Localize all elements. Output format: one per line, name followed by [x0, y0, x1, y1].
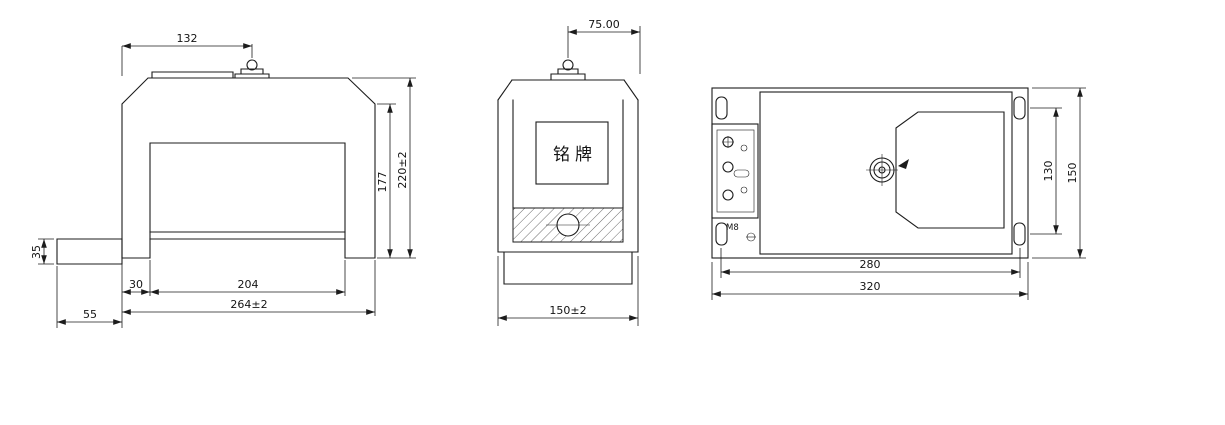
- front-dim-overall-width: 264±2: [230, 298, 267, 311]
- front-dim-leg-width: 30: [129, 278, 143, 291]
- side-extension-lines: [497, 26, 641, 326]
- side-body-outline: [497, 79, 639, 253]
- pointer-arrow-icon: [898, 159, 909, 169]
- top-body-outline: [759, 91, 1013, 255]
- front-bushing-terminal-icon: [246, 59, 258, 71]
- side-bushing-terminal-icon: [562, 59, 574, 71]
- top-dim-hole-spacing-v: 130: [1042, 161, 1055, 182]
- terminal-circle-2: [740, 144, 748, 152]
- top-extension-lines: [711, 87, 1086, 300]
- side-view: 铭牌 75.00 150±2: [497, 18, 641, 326]
- front-top-cover-step: [151, 71, 234, 79]
- terminal-crosshair: [722, 136, 734, 148]
- top-dim-overall-width: 320: [860, 280, 881, 293]
- front-base-channel: [149, 231, 346, 240]
- mounting-slot-top-left: [715, 96, 728, 120]
- front-dim-base-extension: 55: [83, 308, 97, 321]
- top-dim-hole-spacing-h: 280: [860, 258, 881, 271]
- front-body-outline: [121, 77, 376, 259]
- terminal-slot: [733, 169, 750, 178]
- terminal-circle-3: [722, 161, 734, 173]
- front-view: 132 177 220±2 35 30 204 264±2 55: [30, 32, 416, 328]
- front-dim-overall-height: 220±2: [396, 151, 409, 188]
- mounting-slot-bottom-right: [1013, 222, 1026, 246]
- top-dim-overall-depth: 150: [1066, 163, 1079, 184]
- side-base-block: [503, 251, 633, 285]
- nameplate-frame: [535, 121, 609, 185]
- front-dim-body-height: 177: [376, 172, 389, 193]
- side-dim-bushing-offset: 75.00: [588, 18, 620, 31]
- mounting-slot-bottom-left: [715, 222, 728, 246]
- side-dim-overall-width: 150±2: [549, 304, 586, 317]
- terminal-box-outline: [711, 123, 759, 219]
- front-dim-foot-height: 35: [30, 245, 43, 259]
- front-dim-inner-span: 204: [238, 278, 259, 291]
- front-extension-lines: [38, 44, 416, 328]
- mounting-slot-top-right: [1013, 96, 1026, 120]
- terminal-circle-5: [740, 186, 748, 194]
- side-bushing-cap: [550, 68, 586, 81]
- core-window-outline: [895, 111, 1005, 229]
- primary-terminal-centerlines: [866, 154, 898, 186]
- thread-callout-label: M8: [726, 223, 739, 233]
- front-base-plate: [56, 238, 123, 265]
- terminal-circle-4: [722, 189, 734, 201]
- front-dim-top-width: 132: [177, 32, 198, 45]
- top-view: M8 130 150 280 320: [711, 87, 1086, 300]
- nameplate-label: 铭牌: [553, 145, 597, 165]
- terminal-box-inner: [716, 129, 755, 213]
